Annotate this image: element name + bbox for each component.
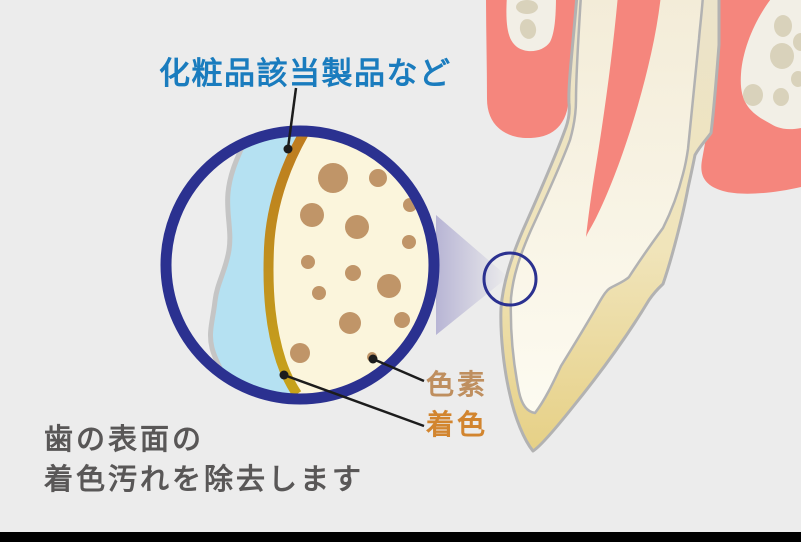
pigment-dot xyxy=(345,265,361,281)
pigment-label: 色素 xyxy=(426,369,489,400)
pigment-dot xyxy=(312,286,326,300)
pointer-dot-callout-top xyxy=(283,144,293,154)
magnifier-lens xyxy=(160,125,440,405)
bone-spots-left xyxy=(516,0,538,39)
footer-black-bar xyxy=(0,532,801,542)
pigment-dot xyxy=(369,169,387,187)
tooth-pulp-canal xyxy=(586,0,661,237)
stain-label: 着色 xyxy=(426,409,489,440)
pigment-dot xyxy=(394,312,410,328)
pointer-line-pigment xyxy=(372,357,425,383)
pigment-dots xyxy=(290,163,417,363)
pigment-dot xyxy=(318,163,348,193)
callout-top-label: 化粧品該当製品など xyxy=(159,56,452,91)
pigment-dot xyxy=(290,343,310,363)
tooth-surface-area xyxy=(268,136,429,394)
caption-line-2: 着色汚れを除去します xyxy=(44,464,365,496)
pigment-dot xyxy=(402,235,416,249)
pigment-dot xyxy=(377,274,401,298)
pigment-dot xyxy=(301,255,315,269)
pigment-dot xyxy=(339,312,361,334)
pigment-dot xyxy=(345,215,369,239)
tooth-cross-section xyxy=(486,0,801,453)
gum-left xyxy=(486,0,577,139)
lens-ring xyxy=(160,125,440,405)
tooth-dentin xyxy=(509,0,704,415)
pointer-line-callout-top xyxy=(286,87,298,149)
pigment-dot xyxy=(300,203,324,227)
bone-spots-right xyxy=(743,15,801,106)
zoom-spot-ring xyxy=(482,251,538,307)
caption-text: 歯の表面の 着色汚れを除去します xyxy=(44,420,364,500)
pointer-line-stain xyxy=(283,373,425,428)
zoom-beam xyxy=(436,215,508,335)
pointer-dot-pigment xyxy=(368,354,378,364)
pointer-dot-stain xyxy=(279,370,289,380)
caption-line-1: 歯の表面の xyxy=(44,424,205,456)
pointer-lines xyxy=(279,87,425,428)
